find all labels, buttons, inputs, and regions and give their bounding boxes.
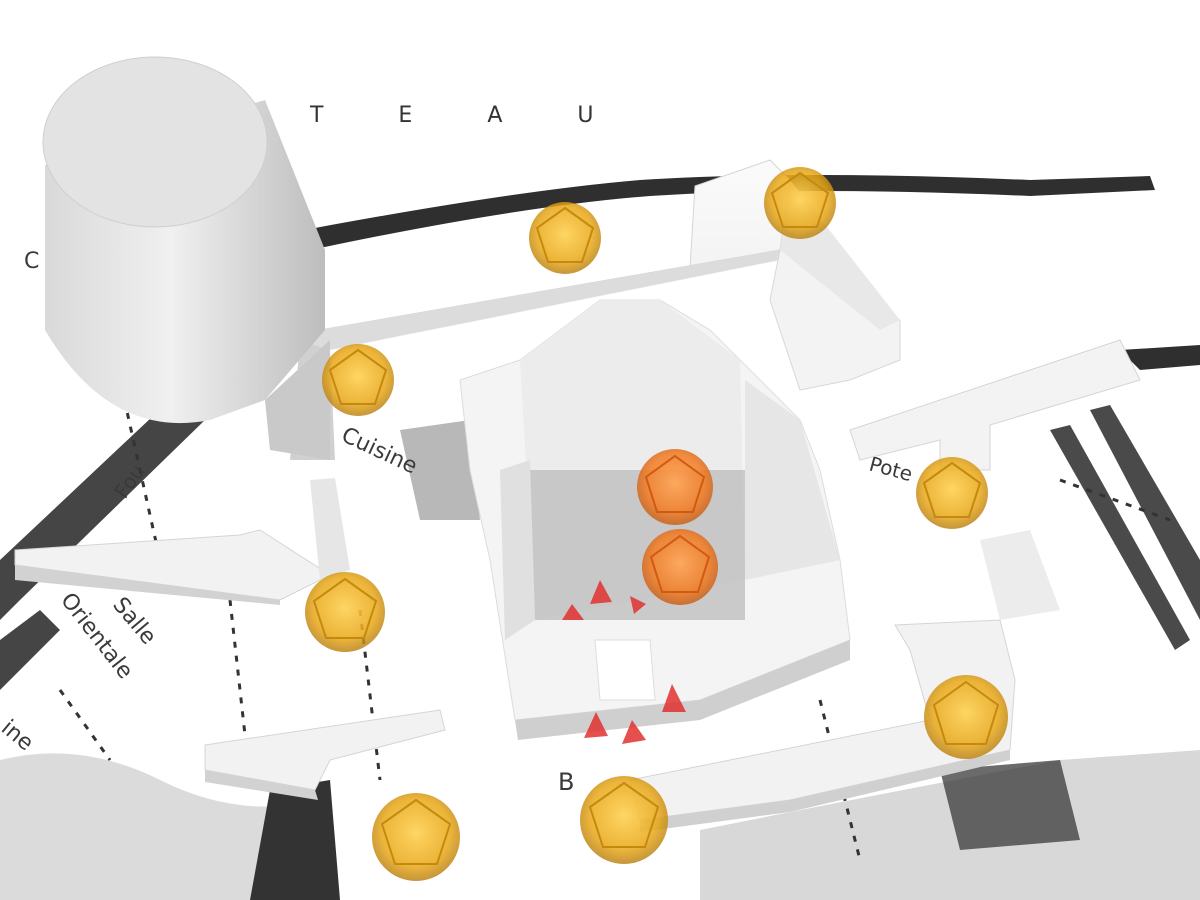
map-wall-right	[1120, 345, 1200, 370]
cone-icon[interactable]	[590, 580, 612, 604]
map-label-left-edge: C	[24, 249, 39, 274]
round-tower-top	[42, 56, 268, 228]
sensor-markers	[305, 167, 1008, 881]
donjon-stair-block	[594, 639, 656, 701]
southeast-wall[interactable]	[629, 619, 1016, 832]
cone-icon[interactable]	[622, 720, 646, 744]
dodecahedron-icon[interactable]	[372, 793, 460, 881]
dodecahedron-icon[interactable]	[580, 776, 668, 864]
cone-icon[interactable]	[662, 684, 686, 712]
map-road-left-2	[0, 610, 60, 690]
cone-icon[interactable]	[630, 596, 646, 614]
map-dark-patch	[940, 760, 1080, 850]
map-wall-outline	[315, 175, 1155, 248]
round-tower[interactable]	[42, 56, 330, 460]
dodecahedron-icon[interactable]	[305, 572, 385, 652]
dodecahedron-icon[interactable]	[924, 675, 1008, 759]
dodecahedron-icon[interactable]	[916, 457, 988, 529]
map-road-right-2	[1050, 425, 1190, 650]
cone-icon[interactable]	[584, 712, 608, 738]
map-label-bottom-left: ine	[0, 715, 38, 756]
pointer-markers	[562, 580, 686, 744]
map-title-fragment: T E A U	[309, 103, 627, 128]
southwest-wall[interactable]	[204, 709, 446, 800]
dodecahedron-icon[interactable]	[642, 529, 718, 605]
dodecahedron-icon[interactable]	[637, 449, 713, 525]
map-courtyard-hatch	[400, 420, 480, 520]
map-label-bottom-letter: B	[558, 768, 574, 796]
west-wall[interactable]	[14, 478, 350, 605]
east-wall[interactable]	[849, 339, 1141, 620]
map-bottom-left-rock	[0, 753, 330, 900]
map-bottom-rock	[250, 780, 340, 900]
floor-plan-map: T E A U C Cuisine Fou Salle Orientale Po…	[0, 103, 1200, 900]
dodecahedron-icon[interactable]	[764, 167, 836, 239]
map-bottom-right-rock	[700, 750, 1200, 900]
map-road-right-1	[1090, 405, 1200, 620]
dodecahedron-icon[interactable]	[322, 344, 394, 416]
cone-icon[interactable]	[562, 604, 584, 620]
dodecahedron-icon[interactable]	[529, 202, 601, 274]
